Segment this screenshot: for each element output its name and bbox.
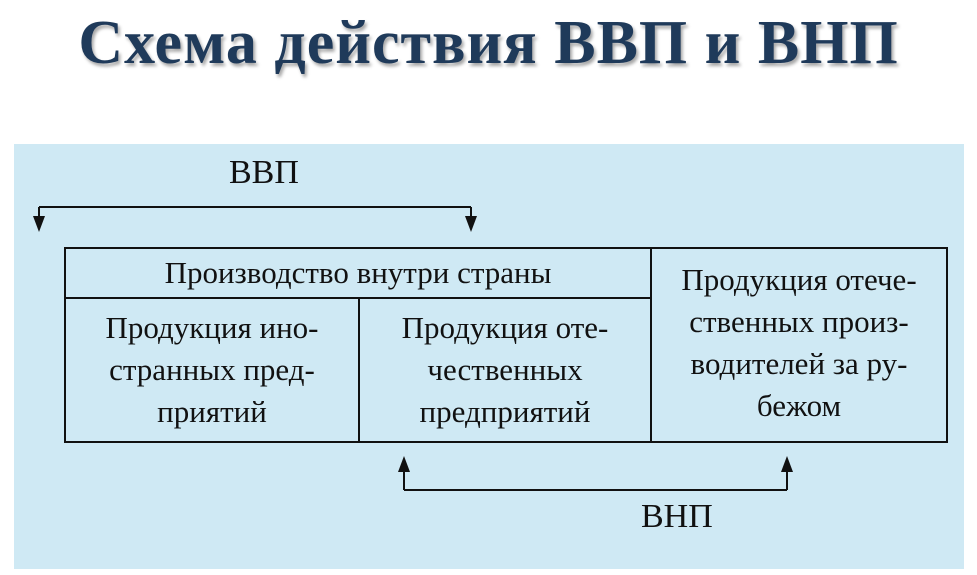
gdp-label: ВВП — [229, 154, 299, 191]
foreign-enterprises-cell: Продукция ино- странных пред- приятий — [66, 299, 360, 441]
domestic-enterprises-line: Продукция оте- — [401, 310, 609, 345]
gnp-bracket — [398, 456, 793, 491]
foreign-enterprises-line: Продукция ино- — [105, 310, 319, 345]
gdp-bracket — [33, 206, 477, 232]
domestic-enterprises-line: чественных — [427, 352, 583, 387]
gdp-arrow-left — [33, 216, 45, 232]
abroad-producers-line: ственных произ- — [689, 304, 909, 339]
abroad-producers-line: Продукция отече- — [681, 262, 917, 297]
abroad-producers-line: водителей за ру- — [690, 346, 908, 381]
gnp-label: ВНП — [641, 498, 713, 535]
foreign-enterprises-line: странных пред- — [109, 352, 315, 387]
abroad-producers-line: бежом — [756, 388, 842, 423]
domestic-enterprises-cell: Продукция оте- чественных предприятий — [360, 299, 652, 441]
domestic-producers-abroad-cell: Продукция отече- ственных произ- водител… — [652, 249, 946, 441]
foreign-enterprises-line: приятий — [157, 394, 267, 429]
domestic-enterprises-line: предприятий — [419, 394, 591, 429]
gnp-arrow-left — [398, 456, 410, 472]
gnp-arrow-right — [781, 456, 793, 472]
diagram-panel — [14, 144, 964, 569]
page-title: Схема действия ВВП и ВНП — [78, 9, 899, 77]
domestic-production-header-text: Производство внутри страны — [164, 255, 552, 290]
domestic-production-header: Производство внутри страны — [66, 249, 652, 299]
production-table: Производство внутри страны Продукция ино… — [64, 247, 948, 443]
gdp-arrow-right — [465, 216, 477, 232]
